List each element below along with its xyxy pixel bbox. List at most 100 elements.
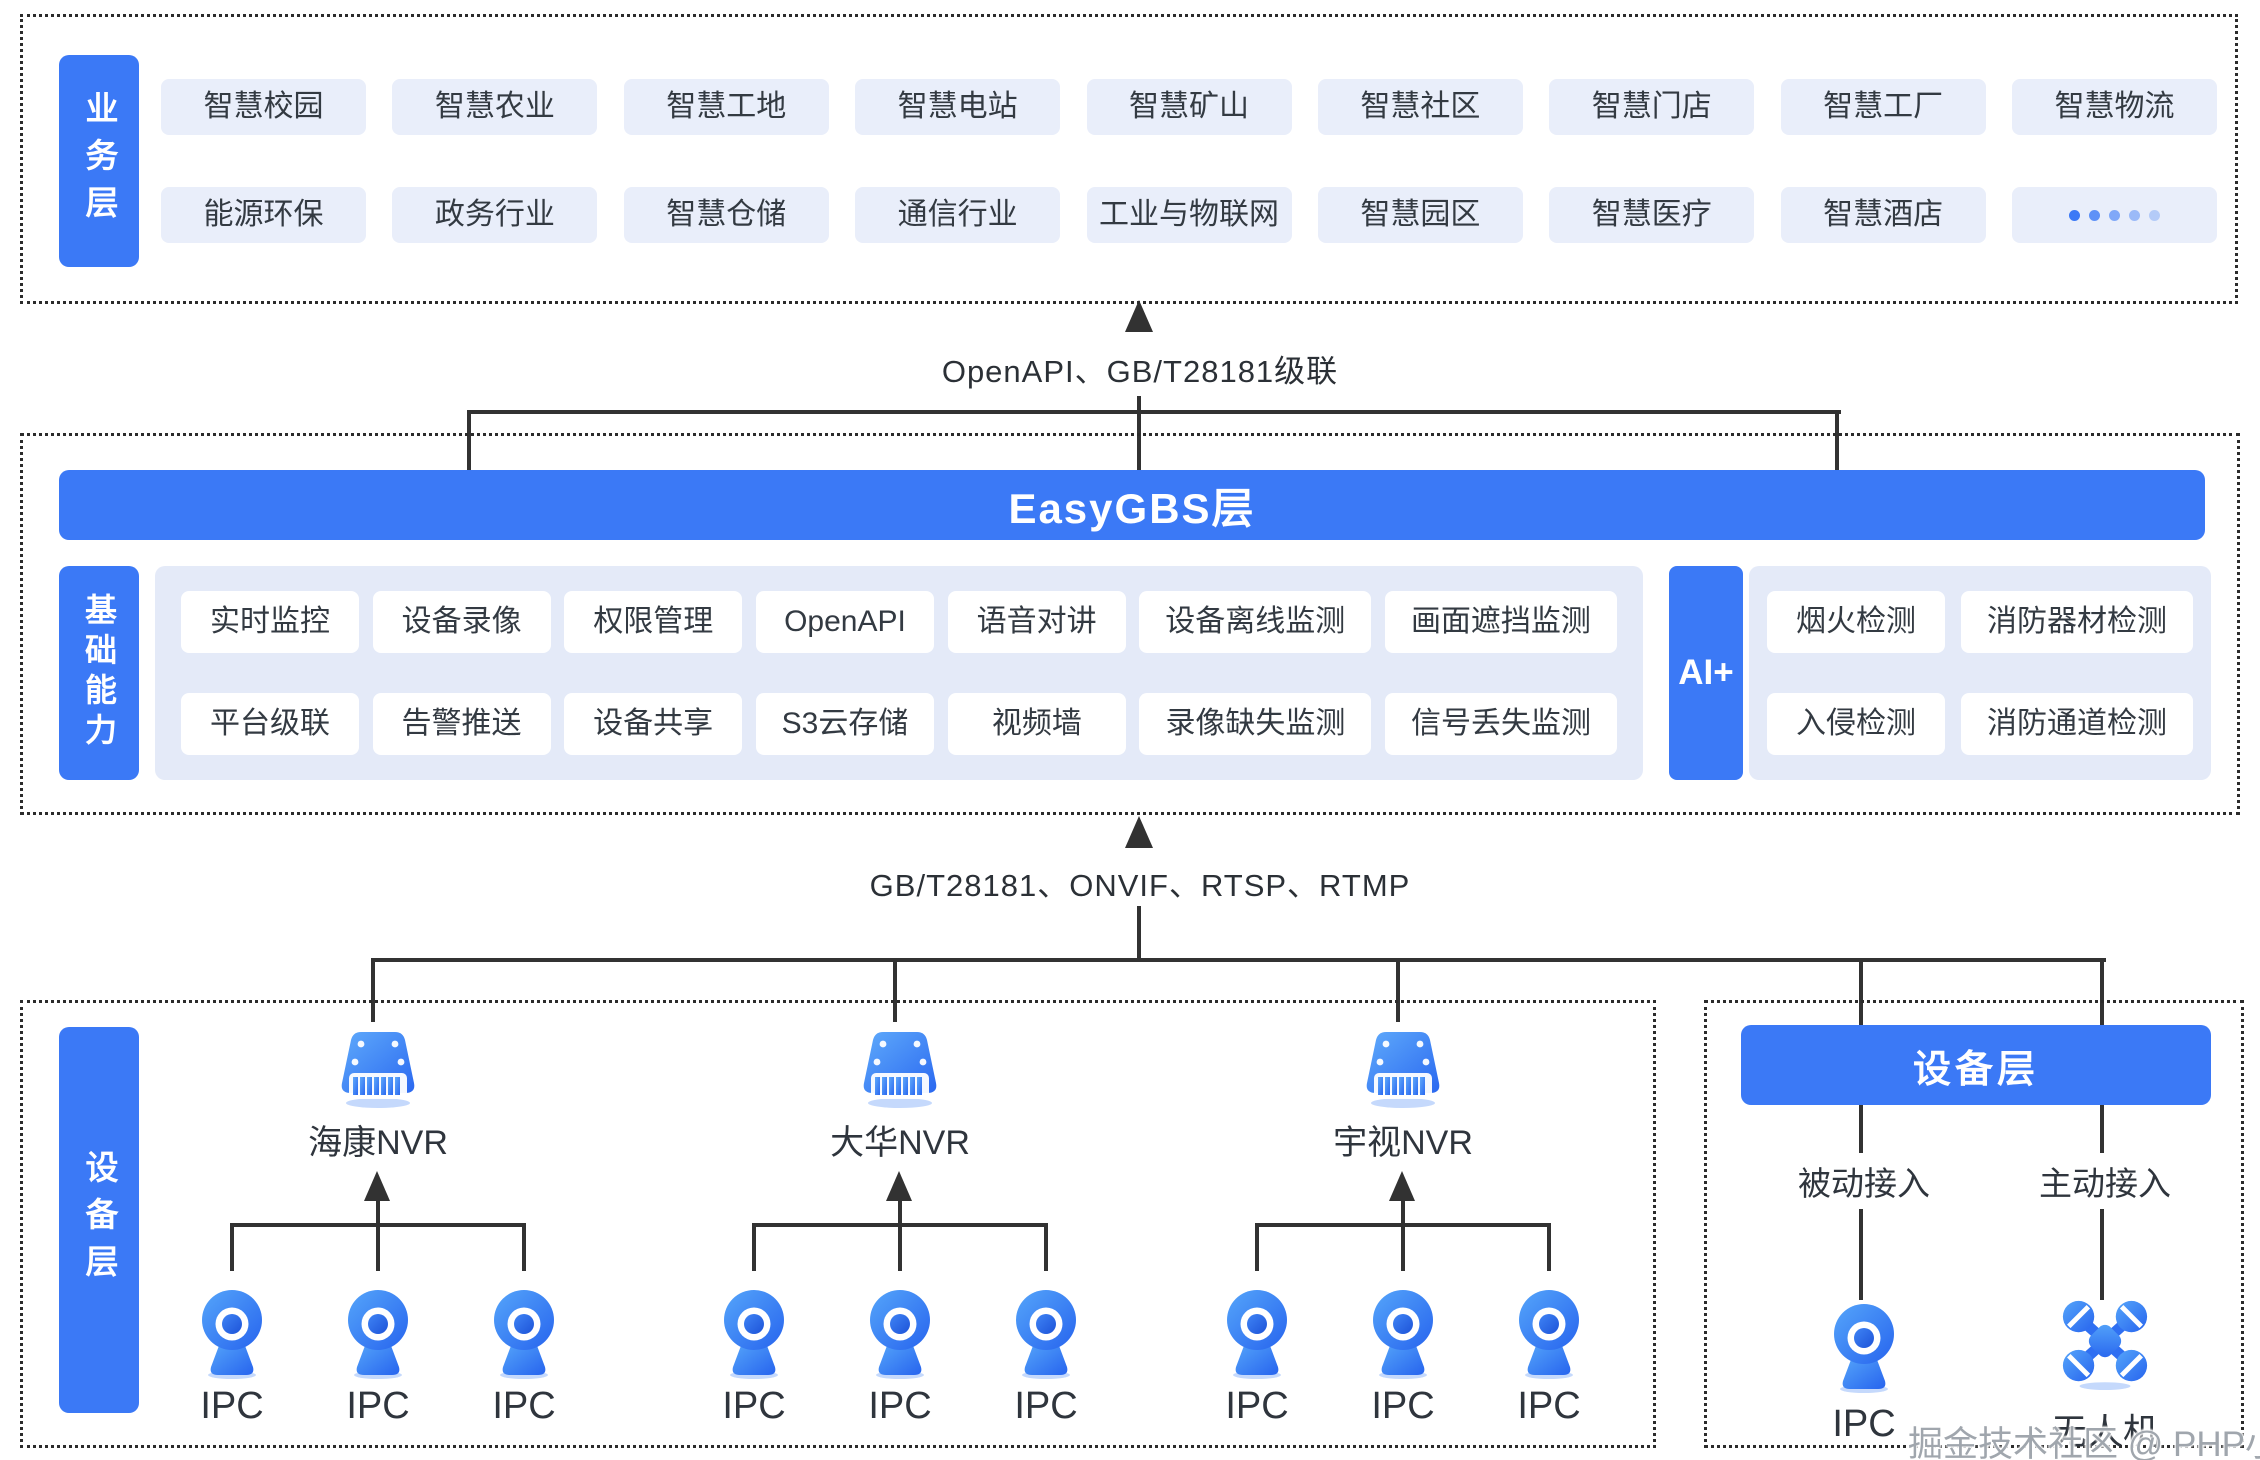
arrow-up-icon [1125,300,1153,332]
ai-row-1: 烟火检测消防器材检测 [1767,591,2193,653]
nvr-name: 大华NVR [830,1124,970,1162]
ai-plus-label: AI+ [1669,566,1743,780]
connector-line [893,958,897,1022]
camera-icon [346,1287,410,1384]
capability-box: 信号丢失监测 [1384,693,1617,755]
device-access-section: 设备层 被动接入 主动接入 [1704,1000,2244,1452]
capability-label: 基础能力 [59,566,139,780]
nvr-icon [336,1029,420,1114]
connector-line [898,1201,902,1225]
connector-line [1255,1223,1259,1271]
industry-box: 智慧园区 [1317,187,1523,243]
industry-box: 智慧校园 [161,79,366,135]
watermark: 掘金技术社区 @ PHP小鱼仔 [1908,1425,2260,1460]
capability-box: 画面遮挡监测 [1384,591,1617,653]
connector-bracket [467,410,1841,414]
dot-icon [2109,209,2120,221]
industry-box: 政务行业 [392,187,598,243]
industry-box: 智慧工厂 [1780,79,1986,135]
connector-line [522,1223,526,1271]
arrow-up-icon [364,1171,390,1201]
capability-box: 平台级联 [181,693,359,755]
arrow-up-icon [1125,816,1153,848]
business-layer-section: 业务层 智慧校园智慧农业智慧工地智慧电站智慧矿山智慧社区智慧门店智慧工厂智慧物流… [20,14,2238,304]
dot-icon [2069,209,2080,221]
camera-icon [868,1287,932,1384]
connector-line [230,1223,234,1271]
capability-box: S3云存储 [755,693,935,755]
nvr-group: 大华NVR IPC IPC [700,1003,1100,1445]
more-industries-box [2012,187,2217,243]
capability-box: 烟火检测 [1767,591,1945,653]
device-access-bar: 设备层 [1741,1025,2211,1105]
camera-icon [1832,1301,1896,1398]
industry-box: 智慧工地 [623,79,829,135]
connector-line [376,1201,380,1225]
connector-bracket [371,958,2106,962]
industry-box: 智慧门店 [1549,79,1755,135]
capability-box: 消防通道检测 [1961,693,2193,755]
camera-icon [1225,1287,1289,1384]
drone-label: 无人机 [2050,1411,2159,1452]
connector-line [1547,1223,1551,1271]
connector-line [371,958,375,1022]
business-row-2: 能源环保政务行业智慧仓储通信行业工业与物联网智慧园区智慧医疗智慧酒店 [161,187,2217,243]
camera-icon [492,1287,556,1384]
camera-icon [722,1287,786,1384]
connector-line [2100,958,2104,1300]
nvr-name: 海康NVR [308,1124,448,1162]
nvr-group: 宇视NVR IPC IPC [1203,1003,1603,1445]
industry-box: 智慧医疗 [1549,187,1755,243]
capability-box: 入侵检测 [1767,693,1945,755]
industry-box: 能源环保 [161,187,366,243]
capability-box: 权限管理 [564,591,743,653]
connector-line [1835,410,1839,470]
dot-icon [2089,209,2100,221]
connector-line [898,1223,902,1271]
industry-box: 工业与物联网 [1086,187,1292,243]
connector-line [376,1223,380,1271]
industry-box: 智慧物流 [2012,79,2217,135]
camera-icon [1517,1287,1581,1384]
bottom-link-protocols: GB/T28181、ONVIF、RTSP、RTMP [869,868,1411,903]
capability-box: 录像缺失监测 [1139,693,1372,755]
arrow-up-icon [886,1171,912,1201]
capability-box: 视频墙 [947,693,1126,755]
industry-box: 智慧酒店 [1780,187,1986,243]
ai-row-2: 入侵检测消防通道检测 [1767,693,2193,755]
nvr-group: 海康NVR IPC IPC [178,1003,578,1445]
ipc-label: IPC [346,1385,410,1427]
connector-line [1396,958,1400,1022]
top-link-protocols: OpenAPI、GB/T28181级联 [941,354,1339,389]
industry-box: 智慧社区 [1317,79,1523,135]
capability-box: 告警推送 [372,693,551,755]
business-layer-label: 业务层 [59,55,139,267]
ipc-label: IPC [200,1385,264,1427]
ai-panel: 烟火检测消防器材检测 入侵检测消防通道检测 [1749,566,2211,780]
capability-box: 设备共享 [564,693,743,755]
device-layer-section: 设备层 海康NVR [20,1000,1656,1448]
ipc-label: IPC [1014,1385,1078,1427]
industry-box: 智慧农业 [392,79,598,135]
nvr-name: 宇视NVR [1333,1124,1473,1162]
business-row-1: 智慧校园智慧农业智慧工地智慧电站智慧矿山智慧社区智慧门店智慧工厂智慧物流 [161,79,2217,135]
capability-box: 设备录像 [372,591,551,653]
ipc-label: IPC [1832,1403,1896,1445]
connector-line [1859,958,1863,1300]
dot-icon [2149,209,2160,221]
arrow-up-icon [1389,1171,1415,1201]
connector-line [752,1223,756,1271]
camera-icon [200,1287,264,1384]
ipc-label: IPC [492,1385,556,1427]
camera-icon [1014,1287,1078,1384]
capability-box: OpenAPI [755,591,934,653]
ipc-label: IPC [1517,1385,1581,1427]
industry-box: 智慧仓储 [623,187,829,243]
ipc-label: IPC [1225,1385,1289,1427]
nvr-icon [858,1029,942,1114]
